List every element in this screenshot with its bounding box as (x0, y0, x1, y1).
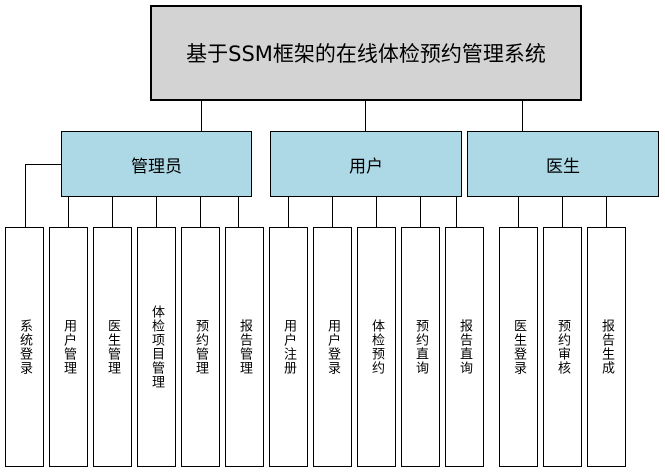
role-label-user: 用户 (349, 156, 383, 177)
module-box-doctor-0: 医生登录 (499, 227, 538, 467)
connector-title-admin (201, 101, 202, 131)
module-label: 体检预约 (369, 319, 384, 375)
connector-user-leaf-2 (376, 197, 377, 227)
role-label-admin: 管理员 (131, 156, 182, 177)
connector-doctor-leaf-1 (562, 197, 563, 227)
module-label: 医生管理 (105, 319, 120, 375)
connector-admin-leaf-5 (238, 197, 239, 227)
module-label: 医生登录 (511, 319, 526, 375)
module-box-user-2: 体检预约 (357, 227, 396, 467)
connector-admin-leaf-4 (200, 197, 201, 227)
module-label: 用户管理 (61, 319, 76, 375)
module-label: 预约直询 (413, 319, 428, 375)
module-box-doctor-2: 报告生成 (587, 227, 626, 467)
module-box-admin-5: 报告管理 (225, 227, 264, 467)
connector-admin-leaf-3 (156, 197, 157, 227)
module-box-admin-1: 用户管理 (49, 227, 88, 467)
connector-admin-leaf-0 (25, 164, 26, 227)
role-box-user: 用户 (270, 131, 462, 197)
connector-title-user (365, 101, 366, 131)
connector-doctor-leaf-0 (518, 197, 519, 227)
connector-user-leaf-1 (332, 197, 333, 227)
connector-admin-leaf-1 (68, 197, 69, 227)
module-box-admin-3: 体检项目管理 (137, 227, 176, 467)
connector-user-leaf-4 (456, 197, 457, 227)
role-label-doctor: 医生 (546, 156, 580, 177)
module-box-admin-0: 系统登录 (5, 227, 44, 467)
module-label: 用户注册 (281, 319, 296, 375)
module-label: 报告管理 (237, 319, 252, 375)
module-box-admin-2: 医生管理 (93, 227, 132, 467)
connector-doctor-leaf-2 (606, 197, 607, 227)
module-box-user-1: 用户登录 (313, 227, 352, 467)
system-title: 基于SSM框架的在线体检预约管理系统 (186, 42, 546, 66)
connector-title-doctor (522, 101, 523, 131)
module-label: 体检项目管理 (149, 305, 164, 389)
module-box-user-0: 用户注册 (269, 227, 308, 467)
role-box-admin: 管理员 (61, 131, 252, 197)
connector-admin-leaf-2 (112, 197, 113, 227)
role-box-doctor: 医生 (467, 131, 659, 197)
module-label: 用户登录 (325, 319, 340, 375)
module-label: 报告直询 (457, 319, 472, 375)
module-box-user-4: 报告直询 (445, 227, 484, 467)
connector-admin-side (25, 164, 61, 165)
connector-user-leaf-3 (420, 197, 421, 227)
module-box-user-3: 预约直询 (401, 227, 440, 467)
module-label: 预约审核 (555, 319, 570, 375)
module-box-admin-4: 预约管理 (181, 227, 220, 467)
module-label: 系统登录 (17, 319, 32, 375)
module-box-doctor-1: 预约审核 (543, 227, 582, 467)
module-label: 预约管理 (193, 319, 208, 375)
system-title-box: 基于SSM框架的在线体检预约管理系统 (150, 5, 582, 101)
module-label: 报告生成 (599, 319, 614, 375)
connector-user-leaf-0 (288, 197, 289, 227)
